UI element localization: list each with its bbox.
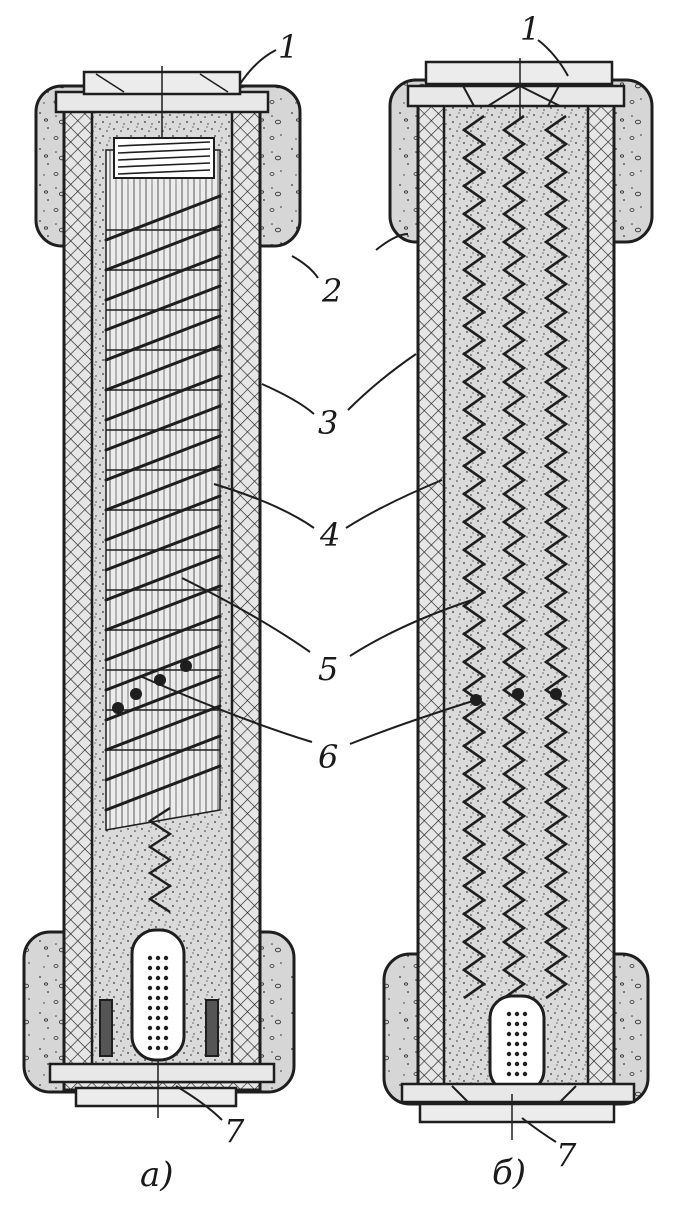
terminals-a [112, 660, 192, 714]
callout-1-b: 1 [520, 10, 540, 48]
bottom-cover-b [418, 1102, 616, 1124]
callout-7-a: 7 [224, 1112, 245, 1150]
callout-6: 6 [318, 738, 338, 776]
bottom-plate-b [400, 1082, 636, 1104]
bottom-cover-a [74, 1086, 238, 1108]
clamp-right-a [205, 999, 219, 1057]
figure-b [382, 58, 654, 1140]
leader-lines [139, 39, 569, 1143]
callout-labels: 1 1 2 3 4 5 6 7 7 [224, 10, 577, 1174]
top-cover-b [424, 60, 614, 86]
callout-7-b: 7 [556, 1136, 577, 1174]
callout-4: 4 [319, 516, 340, 554]
coil-left-b [461, 114, 487, 1000]
callout-5: 5 [318, 650, 338, 688]
coil-center-b [501, 114, 527, 1000]
bottom-plate-a [48, 1062, 276, 1084]
callout-2: 2 [321, 272, 342, 310]
captions: а) б) [140, 1153, 526, 1195]
figure-a [22, 66, 302, 1118]
winding-a [104, 194, 222, 812]
clamp-left-a [99, 999, 113, 1057]
caption-a: а) [140, 1155, 174, 1195]
top-plate-b [406, 84, 626, 108]
coil-right-b [543, 114, 569, 1000]
capsule-a [130, 928, 186, 1062]
zigzag-a [147, 806, 173, 914]
callout-3: 3 [318, 404, 338, 442]
callout-1-a: 1 [278, 28, 298, 66]
caption-b: б) [492, 1153, 526, 1193]
